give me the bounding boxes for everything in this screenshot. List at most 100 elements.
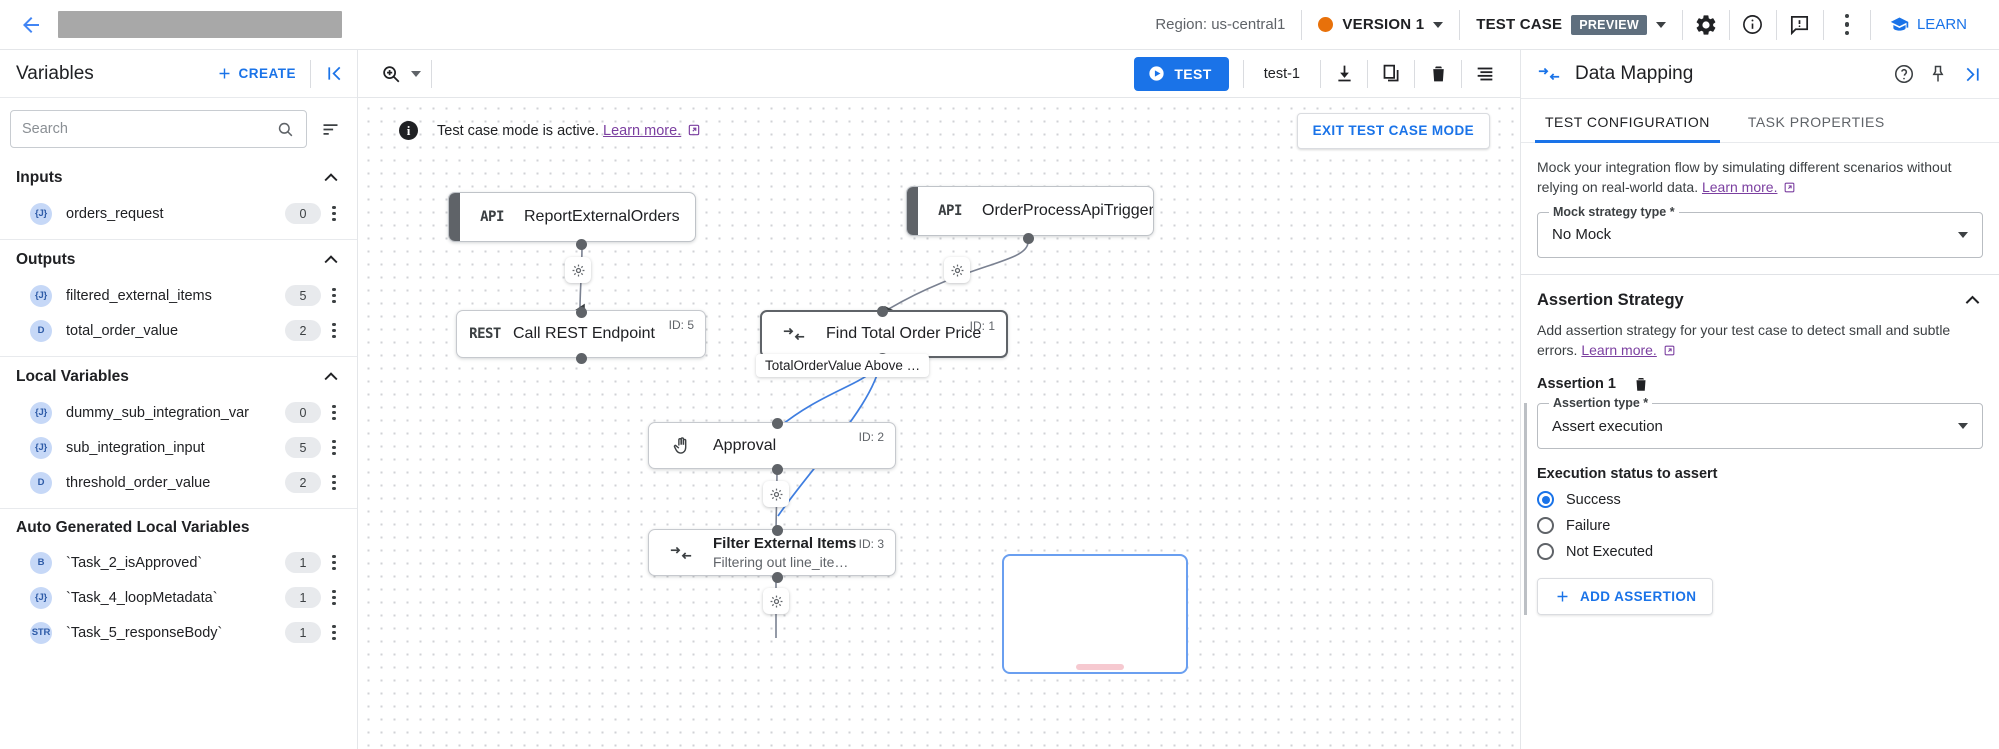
assertion-section-header[interactable]: Assertion Strategy [1521,275,1999,311]
collapse-left-icon[interactable] [311,50,357,98]
divider [1367,59,1368,88]
test-label: TEST [1174,65,1212,82]
download-icon[interactable] [1321,51,1367,97]
edge-gear-icon[interactable] [944,257,970,283]
chevron-down-icon [411,70,421,77]
divider [1320,59,1321,88]
help-icon[interactable] [1887,57,1921,91]
mock-strategy-select[interactable]: Mock strategy type * No Mock [1537,204,1983,258]
divider [0,508,357,509]
mock-section: Mock your integration flow by simulating… [1521,143,1999,258]
more-vert-icon[interactable] [321,589,347,606]
more-vert-icon[interactable] [321,554,347,571]
variable-row[interactable]: {J} orders_request 0 [0,196,357,231]
variable-count: 1 [285,622,321,643]
radio-option-success[interactable]: Success [1537,491,1983,509]
preview-badge: PREVIEW [1571,14,1647,35]
collapse-right-icon[interactable] [1955,57,1989,91]
tab-task-properties[interactable]: TASK PROPERTIES [1747,114,1885,130]
variable-row[interactable]: B `Task_2_isApproved` 1 [0,545,357,580]
search-input-wrapper[interactable] [10,110,307,148]
radio-option-not-executed[interactable]: Not Executed [1537,543,1983,561]
pin-icon[interactable] [1921,57,1955,91]
create-variable-button[interactable]: CREATE [202,65,310,82]
info-icon[interactable] [1730,2,1776,48]
flow-node-call-rest-endpoint[interactable]: REST Call REST Endpoint ID: 5 [456,310,706,358]
variables-section-outputs[interactable]: Outputs [0,240,357,278]
variable-row[interactable]: D threshold_order_value 2 [0,465,357,500]
flow-canvas[interactable]: i Test case mode is active. Learn more. … [358,98,1520,749]
variable-row[interactable]: STR `Task_5_responseBody` 1 [0,615,357,650]
assertion-type-value: Assert execution [1552,417,1663,435]
section-title: Auto Generated Local Variables [16,519,250,536]
more-vert-icon[interactable] [321,205,347,222]
learn-more-link[interactable]: Learn more. [1581,341,1657,358]
more-vert-icon[interactable] [321,287,347,304]
more-vert-icon[interactable] [321,322,347,339]
copy-icon[interactable] [1368,51,1414,97]
flow-node-filter-external-items[interactable]: Filter External Items Filtering out line… [648,529,896,576]
flow-node-order-process-api-trigger[interactable]: API OrderProcessApiTrigger [906,186,1154,236]
test-case-selector[interactable]: TEST CASE PREVIEW [1460,14,1682,35]
more-vert-icon[interactable] [321,474,347,491]
variable-row[interactable]: {J} dummy_sub_integration_var 0 [0,395,357,430]
node-port[interactable] [772,418,783,429]
learn-more-link[interactable]: Learn more. [603,122,682,139]
variables-section-inputs[interactable]: Inputs [0,158,357,196]
radio-indicator [1537,543,1554,561]
variable-row[interactable]: {J} filtered_external_items 5 [0,278,357,313]
divider [431,59,432,88]
node-port[interactable] [1023,233,1034,244]
more-vert-icon[interactable] [1824,2,1870,48]
node-port[interactable] [576,307,587,318]
variables-section-local[interactable]: Local Variables [0,357,357,395]
delete-icon[interactable] [1632,375,1650,393]
variable-row[interactable]: D total_order_value 2 [0,313,357,348]
edge-condition-label[interactable]: TotalOrderValue Above … [756,354,930,377]
delete-icon[interactable] [1415,51,1461,97]
flow-node-report-external-orders[interactable]: API ReportExternalOrders [448,192,696,242]
divider [1414,59,1415,88]
variable-row[interactable]: {J} `Task_4_loopMetadata` 1 [0,580,357,615]
zoom-control[interactable] [370,63,431,85]
variable-row[interactable]: {J} sub_integration_input 5 [0,430,357,465]
assertion-type-select[interactable]: Assertion type * Assert execution [1537,396,1983,450]
feedback-icon[interactable] [1777,2,1823,48]
more-vert-icon[interactable] [321,624,347,641]
sort-icon[interactable] [313,112,347,146]
more-vert-icon[interactable] [321,439,347,456]
flow-node-partial-selected[interactable] [1002,554,1188,674]
mock-description: Mock your integration flow by simulating… [1537,159,1952,196]
exit-test-case-mode-button[interactable]: EXIT TEST CASE MODE [1296,112,1490,149]
node-port[interactable] [877,306,888,317]
node-port[interactable] [772,464,783,475]
learn-more-link[interactable]: Learn more. [1701,179,1778,196]
edge-gear-icon[interactable] [565,257,591,283]
variables-section-auto-generated[interactable]: Auto Generated Local Variables [0,509,357,545]
learn-button[interactable]: LEARN [1871,14,1985,35]
test-case-name[interactable]: test-1 [1263,65,1300,82]
more-vert-icon[interactable] [321,404,347,421]
node-port[interactable] [772,572,783,583]
radio-option-failure[interactable]: Failure [1537,517,1983,535]
variable-type-badge: D [30,471,52,494]
page-title-redacted [58,11,342,38]
list-icon[interactable] [1462,51,1508,97]
search-input[interactable] [22,121,276,137]
node-port[interactable] [576,239,587,250]
gear-icon[interactable] [1683,2,1729,48]
back-arrow-icon[interactable] [14,8,48,42]
add-assertion-button[interactable]: ADD ASSERTION [1537,578,1714,616]
flow-node-find-total-order-price[interactable]: Find Total Order Price ID: 1 [760,310,1008,358]
version-label: VERSION 1 [1342,16,1425,33]
variable-name: orders_request [66,205,164,222]
tab-test-configuration[interactable]: TEST CONFIGURATION [1535,99,1720,143]
node-port[interactable] [772,525,783,536]
flow-node-approval[interactable]: Approval ID: 2 [648,422,896,469]
edge-gear-icon[interactable] [763,588,789,614]
edge-gear-icon[interactable] [763,481,789,507]
divider [1301,9,1303,40]
node-port[interactable] [576,353,587,364]
version-selector[interactable]: VERSION 1 [1302,16,1459,33]
test-button[interactable]: TEST [1134,56,1229,91]
